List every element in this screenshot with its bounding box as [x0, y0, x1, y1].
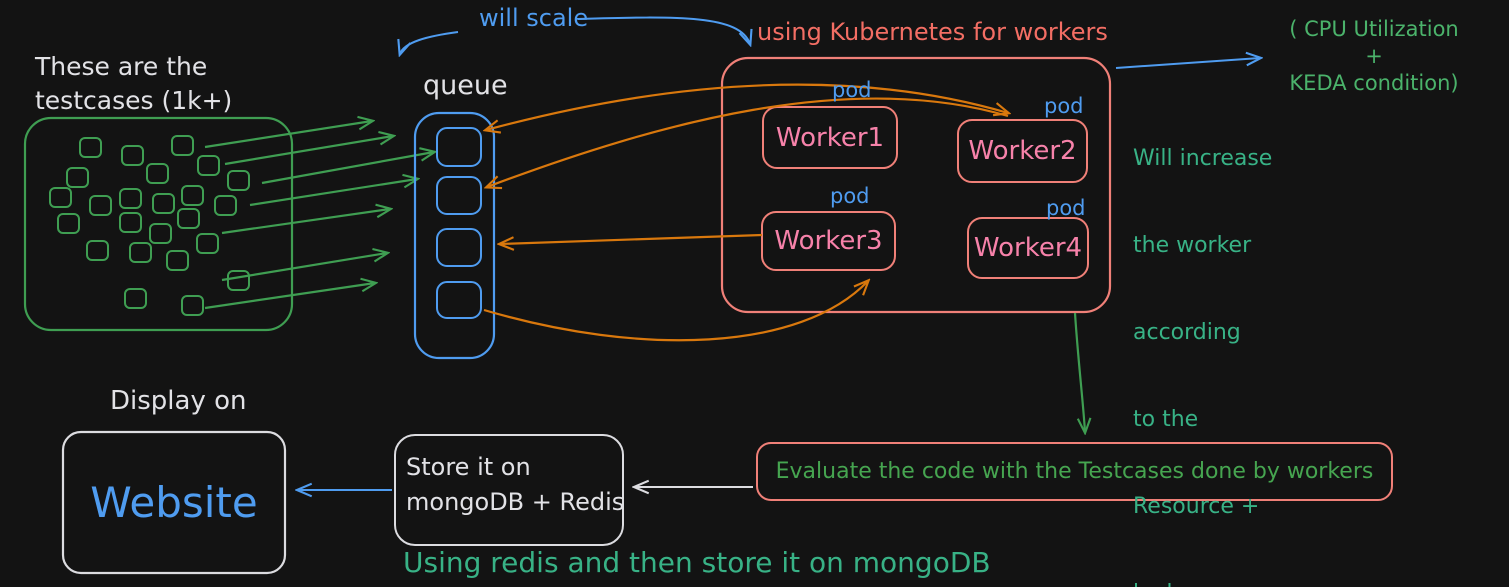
testcase-to-queue-arrow: [204, 121, 372, 149]
store-label: Store it on mongoDB + Redis: [406, 450, 624, 520]
testcase-item: [166, 250, 189, 271]
testcase-item: [181, 295, 204, 316]
store-box: [394, 434, 624, 546]
worker2-box: [957, 119, 1088, 183]
testcase-item: [66, 167, 89, 188]
queue-cell: [436, 281, 482, 319]
website-label: Website: [90, 478, 258, 527]
testcase-item: [227, 170, 250, 191]
queue-cell: [436, 176, 482, 215]
kubernetes-title: using Kubernetes for workers: [757, 18, 1108, 46]
evaluate-label: Evaluate the code with the Testcases don…: [775, 459, 1374, 484]
scaling-description-line: Resource +: [1133, 494, 1260, 519]
testcase-item: [149, 223, 172, 244]
evaluate-box: [756, 442, 1393, 501]
testcase-to-queue-arrow: [221, 209, 390, 235]
keda-condition-line2: +: [1365, 44, 1383, 68]
display-on-label: Display on: [110, 386, 247, 416]
testcase-item: [57, 213, 80, 234]
testcase-item: [86, 240, 109, 261]
pod-label-2: pod: [1044, 94, 1084, 118]
worker4-to-queue-arrow: [483, 281, 868, 342]
testcases-title-line1: These are the: [35, 52, 208, 81]
queue-cell: [436, 228, 482, 267]
queue-cell: [436, 127, 482, 167]
worker3-box: [761, 211, 896, 271]
testcase-item: [197, 155, 220, 176]
testcase-item: [196, 233, 219, 254]
worker3-to-queue-arrow: [500, 233, 763, 244]
testcase-item: [214, 195, 237, 216]
testcase-item: [227, 270, 250, 291]
keda-condition-line3: KEDA condition): [1289, 71, 1459, 95]
blue-connectors: [298, 16, 1260, 490]
testcase-item: [79, 137, 102, 158]
scaling-description-line: keda: [1133, 579, 1274, 587]
will-scale-to-kubernetes-arrow: [577, 16, 750, 44]
queue-cells: [436, 127, 482, 319]
scaling-description-line: to the: [1133, 407, 1199, 432]
testcase-item: [181, 185, 204, 206]
worker2-to-queue-arrow: [486, 83, 1008, 130]
testcase-items: [49, 135, 250, 316]
testcase-item: [152, 193, 175, 214]
worker2-label: Worker2: [968, 136, 1077, 166]
kubernetes-to-keda-arrow: [1115, 58, 1260, 69]
testcase-item: [119, 212, 142, 233]
testcase-item: [119, 188, 142, 209]
pod-label-3: pod: [830, 184, 870, 208]
store-label-line1: Store it on: [406, 453, 531, 481]
testcase-item: [121, 145, 144, 166]
queue-box: [413, 111, 496, 360]
testcases-title: These are the testcases (1k+): [35, 50, 232, 118]
testcase-to-queue-arrow: [221, 253, 387, 282]
testcase-item: [124, 288, 147, 309]
keda-condition-line1: ( CPU Utilization: [1289, 17, 1459, 41]
store-label-line2: mongoDB + Redis: [406, 488, 625, 516]
testcase-to-queue-arrow: [224, 136, 393, 166]
kubernetes-to-evaluate-arrow: [1073, 312, 1085, 432]
scaling-description-line: the worker: [1133, 233, 1252, 258]
testcase-item: [129, 242, 152, 263]
will-scale-to-queue-arrow: [400, 31, 459, 54]
worker1-to-queue-arrow: [487, 97, 1009, 187]
website-box: [61, 430, 287, 575]
redis-note: Using redis and then store it on mongoDB: [403, 546, 991, 579]
testcase-to-queue-arrows: [204, 121, 434, 310]
testcase-item: [146, 163, 169, 184]
scaling-description-line: Will increase: [1133, 146, 1273, 171]
testcase-to-queue-arrow: [249, 179, 417, 207]
worker-to-queue-arrows: [483, 83, 1009, 342]
testcase-to-queue-arrow: [261, 152, 434, 185]
worker4-label: Worker4: [973, 233, 1083, 263]
testcase-item: [177, 208, 200, 229]
scaling-description-line: according: [1133, 320, 1241, 345]
queue-label: queue: [423, 70, 508, 101]
testcases-title-line2: testcases (1k+): [35, 86, 233, 115]
testcase-item: [49, 187, 72, 208]
scaling-description: Will increase the worker according to th…: [1133, 86, 1274, 587]
testcase-to-queue-arrow: [204, 283, 375, 310]
keda-condition-note: ( CPU Utilization + KEDA condition): [1243, 16, 1505, 97]
testcase-item: [89, 195, 112, 216]
kubernetes-box: [720, 56, 1112, 314]
testcase-item: [171, 135, 194, 156]
worker3-label: Worker3: [774, 226, 883, 256]
worker1-label: Worker1: [775, 122, 885, 153]
worker4-box: [967, 217, 1089, 279]
will-scale-label: will scale: [479, 4, 589, 32]
pod-label-4: pod: [1046, 196, 1086, 220]
pod-label-1: pod: [832, 78, 872, 102]
